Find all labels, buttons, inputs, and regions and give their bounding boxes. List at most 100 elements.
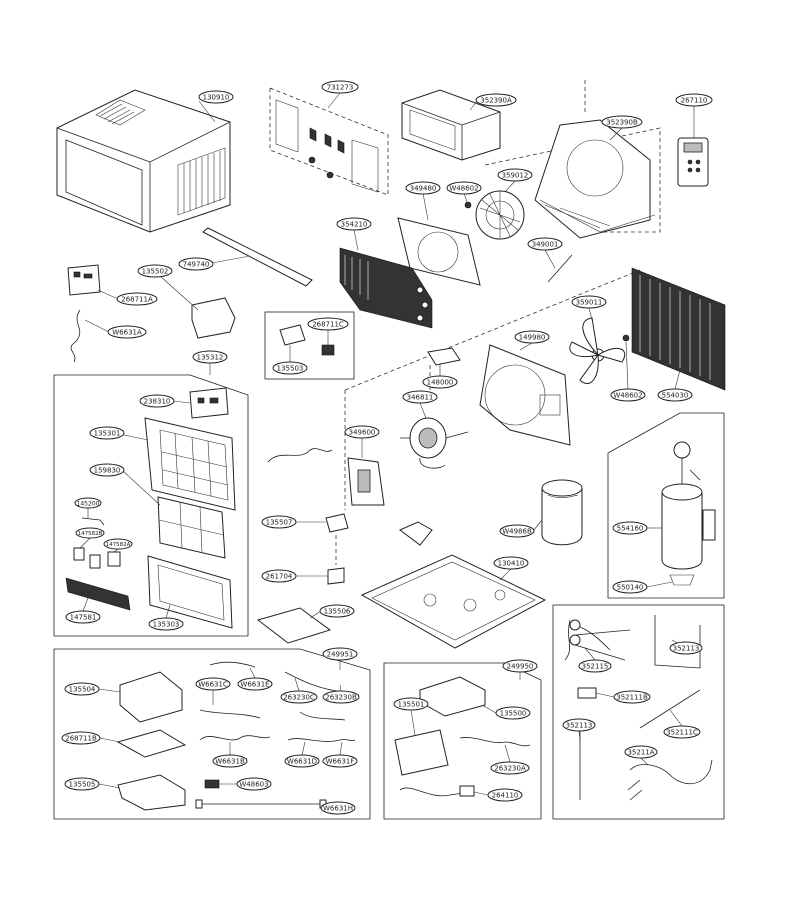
callout-35211A: 35211A [624,745,658,766]
svg-text:268711B: 268711B [65,735,97,743]
fan-motor [400,417,469,469]
callout-352390B: 352390B [601,115,643,141]
motor-mount-plate [427,347,461,366]
svg-text:W6631F: W6631F [326,758,355,766]
callout-267110: 267110 [675,93,713,138]
callout-352111C: 352111C [663,709,701,739]
svg-text:731273: 731273 [327,84,354,92]
relay-261704 [327,567,345,585]
fan-bracket-small [399,521,433,546]
orifice-panel [397,217,481,286]
svg-text:554030: 554030 [662,392,689,400]
callout-354210: 354210 [336,217,372,251]
svg-text:W48603: W48603 [239,781,268,789]
svg-text:35211A: 35211A [627,749,654,757]
svg-text:W6631D: W6631D [287,758,317,766]
nut-w48602-fan [622,334,630,342]
svg-text:554160: 554160 [617,525,644,533]
insulation-bar [202,227,313,287]
callout-731273: 731273 [321,80,359,109]
control-box-items [394,676,531,797]
harness-capacitor [267,448,333,463]
cover-plate [256,607,332,644]
callout-554030: 554030 [657,369,693,402]
callout-135506: 135506 [309,604,355,619]
callout-w6631c: W6631C [195,677,231,705]
svg-text:W6631H: W6631H [323,805,353,813]
callout-263230B: 263230B [322,684,360,704]
callout-159830: 159830 [89,463,161,506]
svg-text:147581: 147581 [70,614,97,622]
remote-control [677,137,709,187]
fan-shroud [479,344,571,446]
callout-135301: 135301 [89,426,149,441]
callout-135507: 135507 [261,515,326,529]
callout-263230A: 263230A [490,744,530,775]
callout-130910: 130910 [198,90,234,123]
callout-554160: 554160 [612,521,662,535]
svg-text:W6631A: W6631A [112,329,142,337]
callout-135303: 135303 [148,604,184,631]
sensor-holder [279,324,306,346]
piping-items [564,615,713,801]
svg-text:749740: 749740 [183,261,210,269]
callout-w6631h: W6631H [320,801,356,815]
callout-w6631b: W6631B [212,742,248,768]
callout-135504: 135504 [64,682,121,696]
svg-text:135500: 135500 [500,710,527,718]
svg-text:249950: 249950 [507,663,534,671]
callout-135505: 135505 [64,777,121,791]
callout-130410: 130410 [493,556,529,581]
svg-text:135303: 135303 [153,621,180,629]
svg-text:130410: 130410 [498,560,525,568]
clips-147582 [73,547,121,569]
svg-text:W6631C: W6631C [198,681,228,689]
svg-text:346811: 346811 [407,394,434,402]
svg-text:130910: 130910 [203,94,230,102]
callout-135503: 135503 [272,345,308,375]
louver-147581 [65,577,131,611]
clip-145200 [81,517,105,526]
part-drawings [56,89,726,811]
callout-135312: 135312 [192,350,228,375]
outdoor-shroud [534,119,656,239]
front-grille [144,417,236,511]
insulation-roll [541,479,583,546]
svg-text:149980: 149980 [519,334,546,342]
svg-text:349480: 349480 [410,185,437,193]
blower-wheel [475,190,525,240]
svg-text:352390B: 352390B [606,119,638,127]
callout-359012: 359012 [497,168,533,193]
callout-145200: 145200 [74,497,102,518]
callout-135501: 135501 [393,697,429,736]
svg-text:268711C: 268711C [312,321,344,329]
callout-349480: 349480 [405,181,441,221]
svg-text:352115: 352115 [582,663,609,671]
svg-text:135506: 135506 [324,608,351,616]
svg-text:263230A: 263230A [494,765,526,773]
svg-text:352111B: 352111B [616,694,648,702]
svg-text:263230B: 263230B [325,694,357,702]
base-pan [360,554,547,649]
callout-w6631a: W6631A [84,319,147,339]
callout-147582B: 147582B [75,527,105,549]
svg-text:W6631B: W6631B [215,758,245,766]
drain-rod [547,254,573,283]
svg-text:135505: 135505 [69,781,96,789]
callout-550140: 550140 [612,580,673,594]
display-pcb [189,387,229,419]
svg-text:W48602: W48602 [613,392,642,400]
filter [157,496,226,559]
callout-w4986b: W4986B [499,519,543,538]
condenser-coil [631,267,726,391]
svg-text:261704: 261704 [266,573,293,581]
callout-261704: 261704 [261,569,328,583]
callout-148000: 148000 [422,364,458,389]
pcb-a [67,264,101,296]
callout-238310: 238310 [139,394,191,408]
sensor-chip [321,344,335,356]
bracket-set [275,99,379,193]
electrical-box-items [116,661,356,811]
svg-text:135507: 135507 [266,519,293,527]
harness-w6631a [70,309,81,363]
